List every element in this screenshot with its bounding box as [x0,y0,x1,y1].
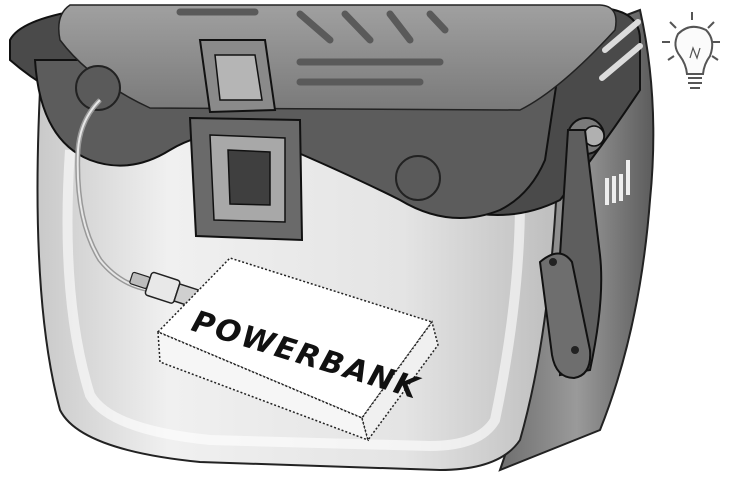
lid-bolt-right [396,156,440,200]
bag-lid-top [59,5,616,110]
lightbulb-icon [662,12,720,88]
